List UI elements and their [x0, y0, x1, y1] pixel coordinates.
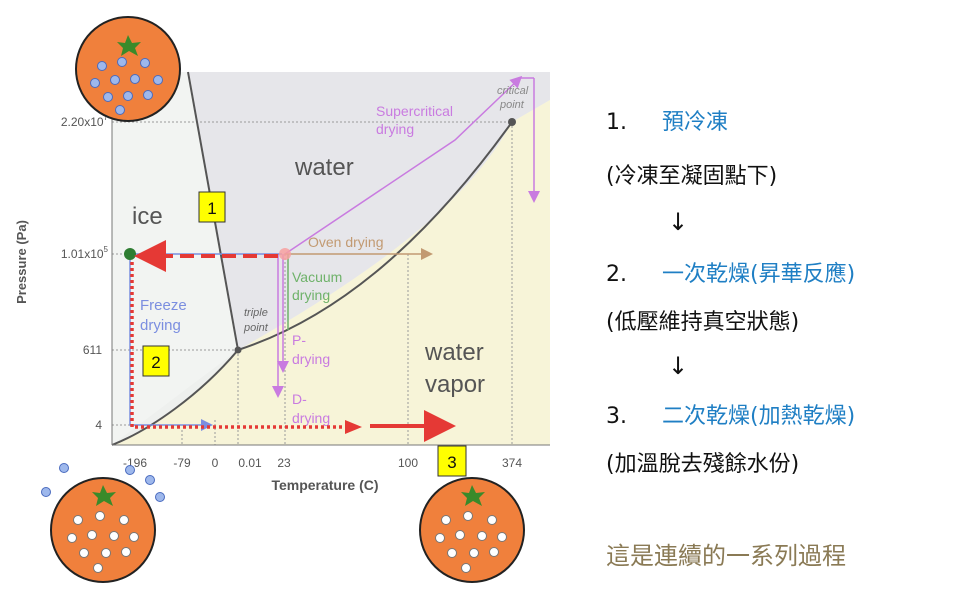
triple-point-label-1: triple: [244, 307, 268, 319]
step-3-title-row: 3. 二次乾燥(加熱乾燥): [606, 398, 855, 430]
y-tick-label: 1.01x105: [61, 245, 109, 261]
d-drying-label-2: drying: [292, 410, 330, 426]
x-tick-label: 0.01: [238, 456, 262, 470]
vacuum-drying-label-1: Vacuum: [292, 269, 342, 285]
step-2-number: 2.: [606, 262, 627, 287]
y-tick-labels: 2.20x107 1.01x105 611 4: [61, 113, 109, 432]
d-drying-label-1: D-: [292, 391, 307, 407]
p-drying-label-1: P-: [292, 332, 306, 348]
liquid-vapor-boundary: [237, 121, 513, 351]
step-marker-3-label: 3: [447, 453, 456, 472]
orange-frozen: [75, 16, 181, 122]
step-1-number: 1.: [606, 110, 627, 135]
step2-red-path: [130, 262, 345, 429]
x-axis-label: Temperature (C): [271, 477, 378, 493]
x-tick-label: 100: [398, 456, 418, 470]
step-arrow-2: ↓: [668, 352, 689, 380]
x-tick-labels: -196 -79 0 0.01 23 100 374: [123, 456, 522, 470]
y-axis-label: Pressure (Pa): [14, 220, 29, 304]
x-tick-label: -79: [173, 456, 191, 470]
x-tick-label: 0: [212, 456, 219, 470]
region-label-vapor-1: water: [424, 339, 484, 366]
x-tick-label: 374: [502, 456, 522, 470]
step-marker-2: [142, 345, 170, 377]
p-drying-label-2: drying: [292, 351, 330, 367]
critical-point-label-1: critical: [497, 85, 529, 97]
vapor-region: [112, 100, 550, 445]
orange-stem-icon: [117, 35, 141, 56]
triple-point-label-2: point: [243, 322, 269, 334]
step2-red-arrowhead: [345, 420, 362, 434]
y-tick-label: 4: [95, 418, 102, 432]
start-point-marker: [279, 248, 291, 260]
supercritical-path-up: [284, 75, 523, 255]
freeze-drying-label-2: drying: [140, 317, 181, 334]
critical-point: [508, 118, 516, 126]
step-1-description: (冷凍至凝固點下): [606, 164, 778, 189]
oven-drying-label: Oven drying: [308, 234, 383, 250]
freeze-drying-label-1: Freeze: [140, 297, 187, 314]
triple-point: [234, 346, 242, 354]
step-2-title-row: 2. 一次乾燥(昇華反應): [606, 256, 855, 288]
vacuum-drying-label-2: drying: [292, 287, 330, 303]
step-marker-1: [198, 191, 226, 223]
step-3-number: 3.: [606, 404, 627, 429]
region-label-water: water: [294, 154, 354, 181]
step-marker-2-label: 2: [151, 353, 160, 372]
critical-point-label-2: point: [499, 99, 525, 111]
supercritical-label-1: Supercritical: [376, 103, 453, 119]
step-3-description: (加溫脫去殘餘水份): [606, 452, 800, 477]
region-label-ice: ice: [132, 203, 163, 230]
orange-sublimating: [41, 463, 165, 583]
step-marker-1-label: 1: [207, 199, 216, 218]
x-tick-label: 23: [277, 456, 291, 470]
step-arrow-1: ↓: [668, 208, 689, 236]
step-1-title-row: 1. 預冷凍: [606, 104, 728, 136]
y-tick-label: 2.20x107: [61, 113, 109, 129]
supercritical-label-2: drying: [376, 121, 414, 137]
process-note: 這是連續的一系列過程: [606, 542, 846, 570]
orange-dried: [419, 477, 525, 583]
sublimation-boundary: [111, 349, 239, 446]
region-label-vapor-2: vapor: [425, 371, 485, 398]
step-2-title: 一次乾燥(昇華反應): [662, 262, 856, 287]
step-marker-3: [437, 445, 467, 477]
step-2-description: (低壓維持真空狀態): [606, 310, 800, 335]
ice-point-marker: [124, 248, 136, 260]
step-1-title: 預冷凍: [662, 110, 729, 135]
y-tick-label: 611: [83, 343, 102, 357]
step-3-title: 二次乾燥(加熱乾燥): [662, 404, 856, 429]
